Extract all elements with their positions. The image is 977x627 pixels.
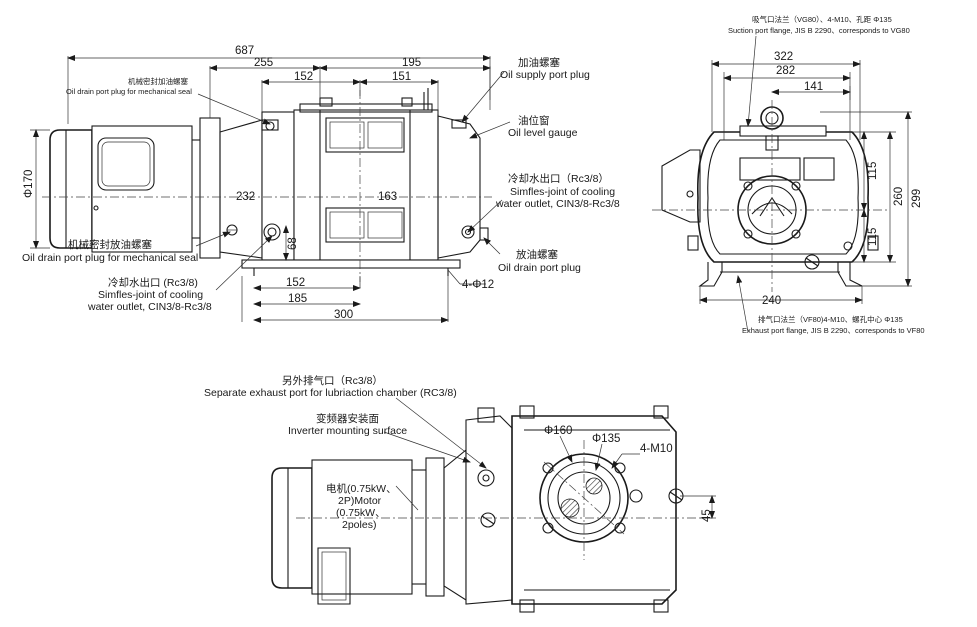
label-inverter-en: Inverter mounting surface bbox=[288, 425, 407, 437]
label-cool-out-en1: Simfles-joint of cooling bbox=[510, 186, 615, 198]
front-pump-body bbox=[293, 88, 489, 261]
label-oil-supply-cn: 加油螺塞 bbox=[518, 56, 560, 69]
top-motor bbox=[271, 459, 426, 605]
top-view: Φ160 Φ135 4-M10 45 bbox=[271, 397, 716, 613]
dim-68: 68 bbox=[287, 237, 299, 250]
label-mech-drain-cn: 机械密封放油螺塞 bbox=[68, 238, 152, 251]
label-oil-supply-en: Oil supply port plug bbox=[500, 69, 590, 81]
dim-195: 195 bbox=[402, 57, 421, 69]
label-exhaust-cn: 排气口法兰（VF80)4-M10、螺孔中心 Φ135 bbox=[758, 314, 903, 324]
dim-152-base: 152 bbox=[286, 277, 305, 289]
dim-4-m10: 4-M10 bbox=[640, 443, 673, 455]
dim-299: 299 bbox=[911, 189, 923, 208]
label-inverter-cn: 变频器安装面 bbox=[316, 412, 379, 425]
dim-163: 163 bbox=[378, 191, 397, 203]
dim-151: 151 bbox=[392, 71, 411, 83]
dim-255: 255 bbox=[254, 57, 273, 69]
label-oil-level-en: Oil level gauge bbox=[508, 127, 578, 139]
label-mech-seal-fill-en: Oil drain port plug for mechanical seal bbox=[66, 87, 192, 96]
label-oil-drain-cn: 放油螺塞 bbox=[516, 248, 558, 261]
front-bearing-housing bbox=[219, 111, 295, 261]
side-inverter-box bbox=[661, 149, 701, 223]
dim-322: 322 bbox=[774, 51, 793, 63]
dim-45: 45 bbox=[701, 509, 713, 522]
dim-240: 240 bbox=[762, 295, 781, 307]
label-cool-out-en2: water outlet, CIN3/8-Rc3/8 bbox=[495, 198, 620, 210]
label-motor-l2: 2P)Motor bbox=[338, 495, 382, 507]
dim-282: 282 bbox=[776, 65, 795, 77]
label-motor-l1: 电机(0.75kW、 bbox=[326, 482, 397, 495]
dim-115-bottom: 115 bbox=[867, 228, 879, 246]
label-oil-drain-en: Oil drain port plug bbox=[498, 262, 581, 274]
label-suction-en: Suction port flange, JIS B 2290、correspo… bbox=[728, 26, 910, 35]
label-cool-in-en2: water outlet, CIN3/8-Rc3/8 bbox=[87, 301, 212, 313]
front-base bbox=[241, 259, 461, 276]
dim-152-top: 152 bbox=[294, 71, 313, 83]
dim-4-phi12: 4-Φ12 bbox=[462, 279, 494, 291]
front-view: 687 255 195 152 151 Φ170 232 163 68 152 … bbox=[23, 45, 511, 323]
label-cool-out-cn: 冷却水出口（Rc3/8） bbox=[508, 172, 609, 185]
label-sep-exhaust-cn: 另外排气口（Rc3/8） bbox=[282, 374, 383, 387]
label-sep-exhaust-en: Separate exhaust port for lubriaction ch… bbox=[204, 387, 457, 399]
dim-185: 185 bbox=[288, 293, 307, 305]
label-motor-l3: (0.75kW、 bbox=[336, 507, 386, 519]
dim-260: 260 bbox=[893, 187, 905, 206]
top-exhaust-housing bbox=[465, 415, 513, 605]
dim-300: 300 bbox=[334, 309, 353, 321]
label-cool-in-en1: Simfles-joint of cooling bbox=[98, 289, 203, 301]
dim-232: 232 bbox=[236, 191, 255, 203]
label-mech-seal-fill-cn: 机械密封加油螺塞 bbox=[128, 76, 188, 86]
dim-phi135: Φ135 bbox=[592, 433, 620, 445]
label-mech-drain-en: Oil drain port plug for mechanical seal bbox=[22, 252, 198, 264]
side-view: 322 282 141 115 115 260 299 240 bbox=[652, 35, 923, 333]
dim-115-top: 115 bbox=[867, 162, 879, 180]
dim-phi160: Φ160 bbox=[544, 425, 572, 437]
dim-141: 141 bbox=[804, 81, 823, 93]
front-motor bbox=[49, 125, 200, 253]
dim-687: 687 bbox=[235, 45, 254, 57]
label-suction-cn: 吸气口法兰（VG80）、4-M10、孔距 Φ135 bbox=[752, 14, 892, 24]
label-cool-in-cn: 冷却水出口 (Rc3/8) bbox=[108, 276, 198, 289]
top-pump-body bbox=[511, 415, 677, 605]
label-oil-level-cn: 油位窗 bbox=[518, 114, 550, 127]
dim-phi170: Φ170 bbox=[23, 170, 35, 198]
label-motor-l4: 2poles) bbox=[342, 519, 376, 531]
label-exhaust-en: Exhaust port flange, JIS B 2290、correspo… bbox=[742, 326, 925, 335]
